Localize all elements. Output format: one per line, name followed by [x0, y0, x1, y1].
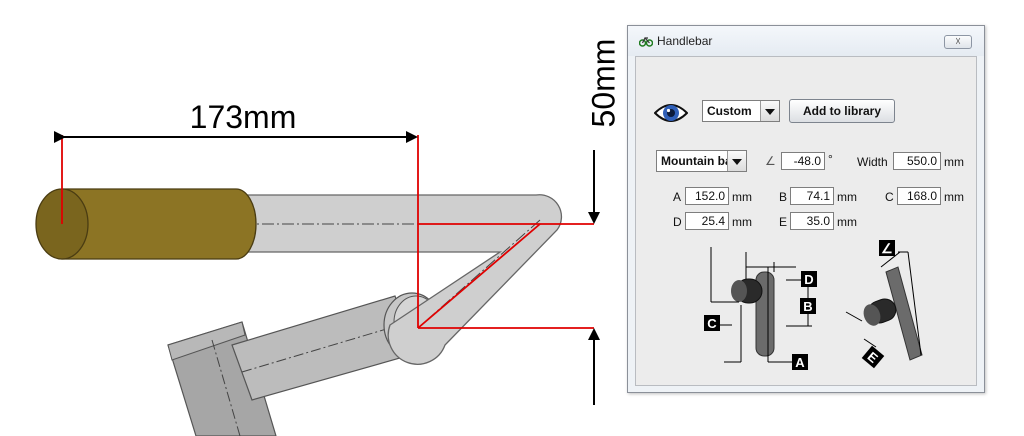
angle-field[interactable]: -48.0 [781, 152, 825, 170]
diagram-label-b: B [803, 299, 812, 314]
rise-dimension-label: 50mm [585, 39, 620, 128]
width-label: Width [857, 155, 888, 169]
grip [35, 188, 257, 260]
side-view: D B C A [704, 247, 817, 370]
dim-c-label: C [885, 190, 894, 204]
width-field[interactable]: 550.0 [893, 152, 941, 170]
angled-view: ∠ E [845, 240, 923, 369]
width-unit: mm [944, 155, 964, 169]
dim-c-unit: mm [944, 190, 964, 204]
dialog-title: Handlebar [657, 34, 713, 48]
dim-d-label: D [673, 215, 682, 229]
dim-a-label: A [673, 190, 682, 204]
diagram-label-c: C [707, 316, 717, 331]
handlebar-illustration: 173mm 50mm [35, 39, 620, 436]
bar-type-select[interactable]: Mountain bar [656, 150, 747, 172]
bicycle-icon [639, 36, 653, 47]
dim-e-field[interactable]: 35.0 [790, 212, 834, 230]
chevron-down-icon[interactable] [760, 101, 779, 121]
dialog-content: Custom Add to library Mountain bar ∠ -48… [635, 56, 977, 386]
dimension-guides [61, 135, 594, 329]
length-dimension-label: 173mm [190, 99, 297, 135]
handlebar-dialog: Handlebar ☓ Custom Add to library Mounta… [627, 25, 985, 393]
angle-symbol: ∠ [765, 154, 776, 168]
preset-select[interactable]: Custom [702, 100, 780, 122]
stem [167, 292, 441, 436]
dim-b-unit: mm [837, 190, 857, 204]
angle-unit: ° [828, 152, 833, 166]
add-to-library-button[interactable]: Add to library [789, 99, 895, 123]
dim-a-field[interactable]: 152.0 [685, 187, 729, 205]
dim-d-field[interactable]: 25.4 [685, 212, 729, 230]
diagram-label-d: D [804, 272, 813, 287]
eye-icon[interactable] [654, 100, 688, 126]
dim-b-label: B [779, 190, 788, 204]
dimension-diagram: D B C A ∠ [704, 240, 923, 370]
bar-type-select-value: Mountain bar [661, 154, 737, 168]
dim-e-unit: mm [837, 215, 857, 229]
dim-b-field[interactable]: 74.1 [790, 187, 834, 205]
dim-d-unit: mm [732, 215, 752, 229]
diagram-label-a: A [795, 355, 805, 370]
close-icon: ☓ [955, 36, 961, 48]
diagram-angle-label: ∠ [881, 241, 893, 256]
close-button[interactable]: ☓ [944, 35, 972, 49]
dim-e-label: E [779, 215, 788, 229]
dim-c-field[interactable]: 168.0 [897, 187, 941, 205]
preset-select-value: Custom [707, 104, 752, 118]
chevron-down-icon[interactable] [727, 151, 746, 171]
title-bar[interactable]: Handlebar ☓ [628, 26, 984, 56]
dim-a-unit: mm [732, 190, 752, 204]
